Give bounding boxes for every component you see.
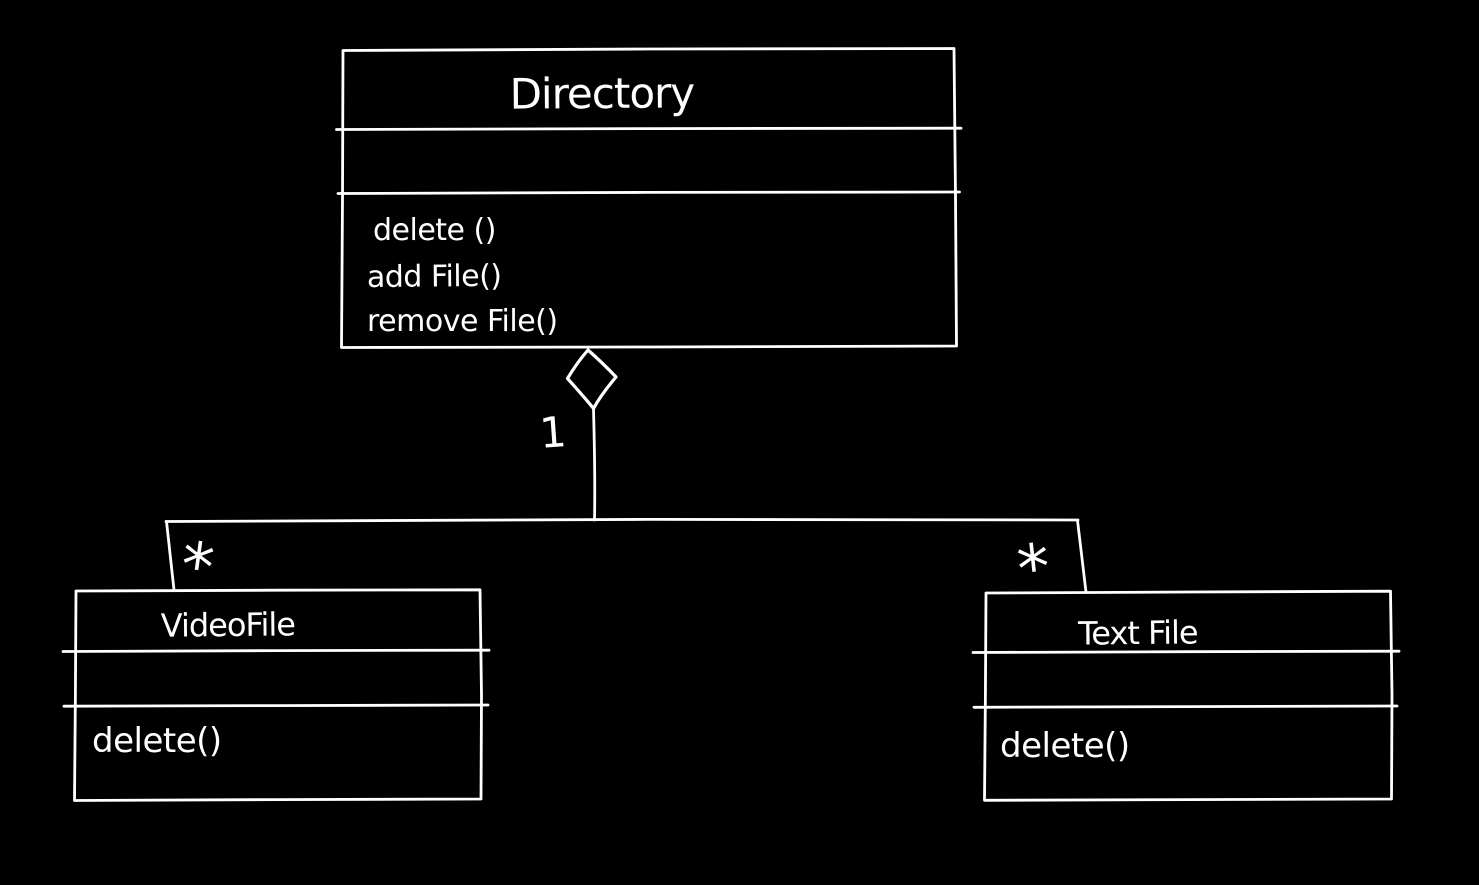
connector-stem-line <box>592 407 597 522</box>
aggregation-connector[interactable]: 1 * * <box>164 348 1088 608</box>
class-box-directory-border <box>340 47 958 349</box>
class-box-directory-divider-top <box>335 126 963 131</box>
connector-drop-left <box>165 520 176 592</box>
class-box-directory[interactable]: Directory delete () add File() remove Fi… <box>335 47 963 349</box>
class-directory-method-removefile: remove File() <box>367 304 558 339</box>
class-box-textfile-border <box>983 589 1394 802</box>
multiplicity-child-right-label: * <box>1014 531 1054 608</box>
class-box-videofile-border <box>73 588 483 802</box>
class-box-textfile[interactable]: Text File delete() <box>971 589 1401 802</box>
class-box-videofile-divider-top <box>61 648 491 653</box>
class-videofile-method-delete: delete() <box>92 721 222 761</box>
class-title-directory: Directory <box>509 68 694 118</box>
aggregation-diamond-icon <box>565 348 618 411</box>
class-box-textfile-divider-bottom <box>972 704 1399 709</box>
class-title-textfile: Text File <box>1077 613 1198 652</box>
multiplicity-child-left-label: * <box>176 528 218 606</box>
connector-drop-right <box>1076 519 1088 594</box>
class-box-videofile[interactable]: VideoFile delete() <box>61 588 491 802</box>
class-title-videofile: VideoFile <box>161 605 296 644</box>
class-textfile-method-delete: delete() <box>1000 726 1130 766</box>
class-box-directory-divider-bottom <box>336 190 961 195</box>
class-box-textfile-divider-top <box>971 649 1401 654</box>
class-directory-method-delete: delete () <box>373 213 496 248</box>
class-directory-method-addfile: add File() <box>367 259 502 295</box>
multiplicity-parent-label: 1 <box>538 407 568 458</box>
connector-horizontal-line <box>164 517 1080 523</box>
class-box-videofile-divider-bottom <box>62 703 490 708</box>
